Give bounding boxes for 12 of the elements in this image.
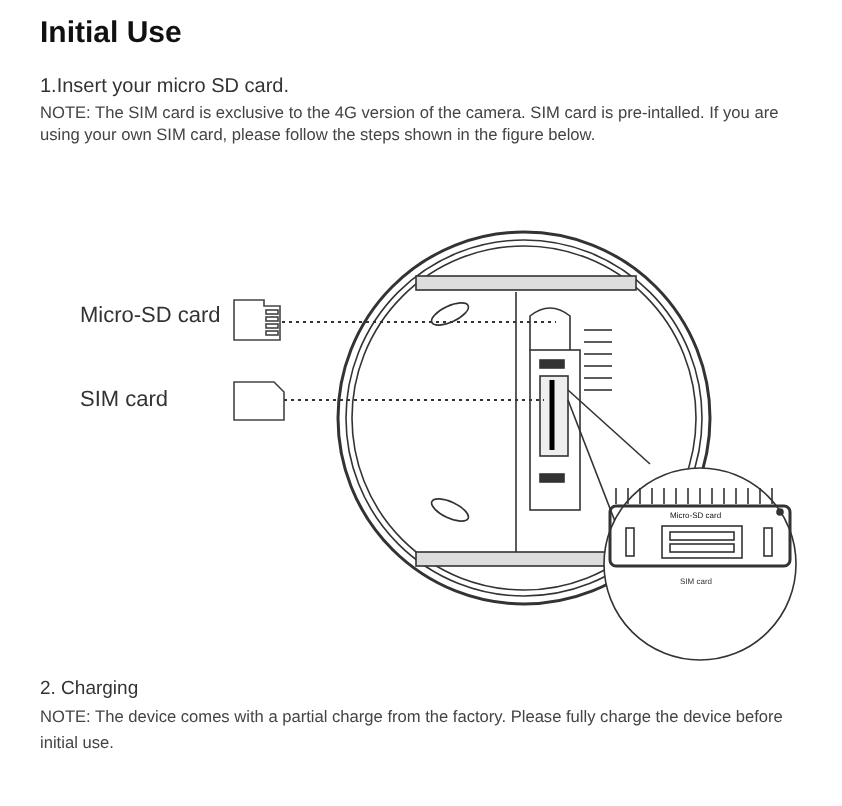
camera-drawing — [336, 230, 797, 661]
micro-sd-card-icon — [233, 299, 281, 341]
leader-line — [283, 399, 545, 401]
step-heading: 2. Charging — [40, 678, 139, 700]
sim-card-icon — [233, 381, 285, 421]
note-text: NOTE: The SIM card is exclusive to the 4G version of the camera. SIM card is pre-intalled. If you are using your own SIM card, please follow the steps shown in the figure below. — [40, 102, 781, 144]
note-text: NOTE: The device comes with a partial charge from the factory. Please fully charge the device before initial use. — [40, 704, 785, 756]
part-label: SIM card — [80, 388, 169, 412]
step-heading: 1.Insert your micro SD card. — [40, 76, 289, 98]
part-label: Micro-SD card — [80, 304, 221, 328]
page-title: Initial Use — [40, 16, 182, 50]
leader-line — [281, 321, 557, 323]
